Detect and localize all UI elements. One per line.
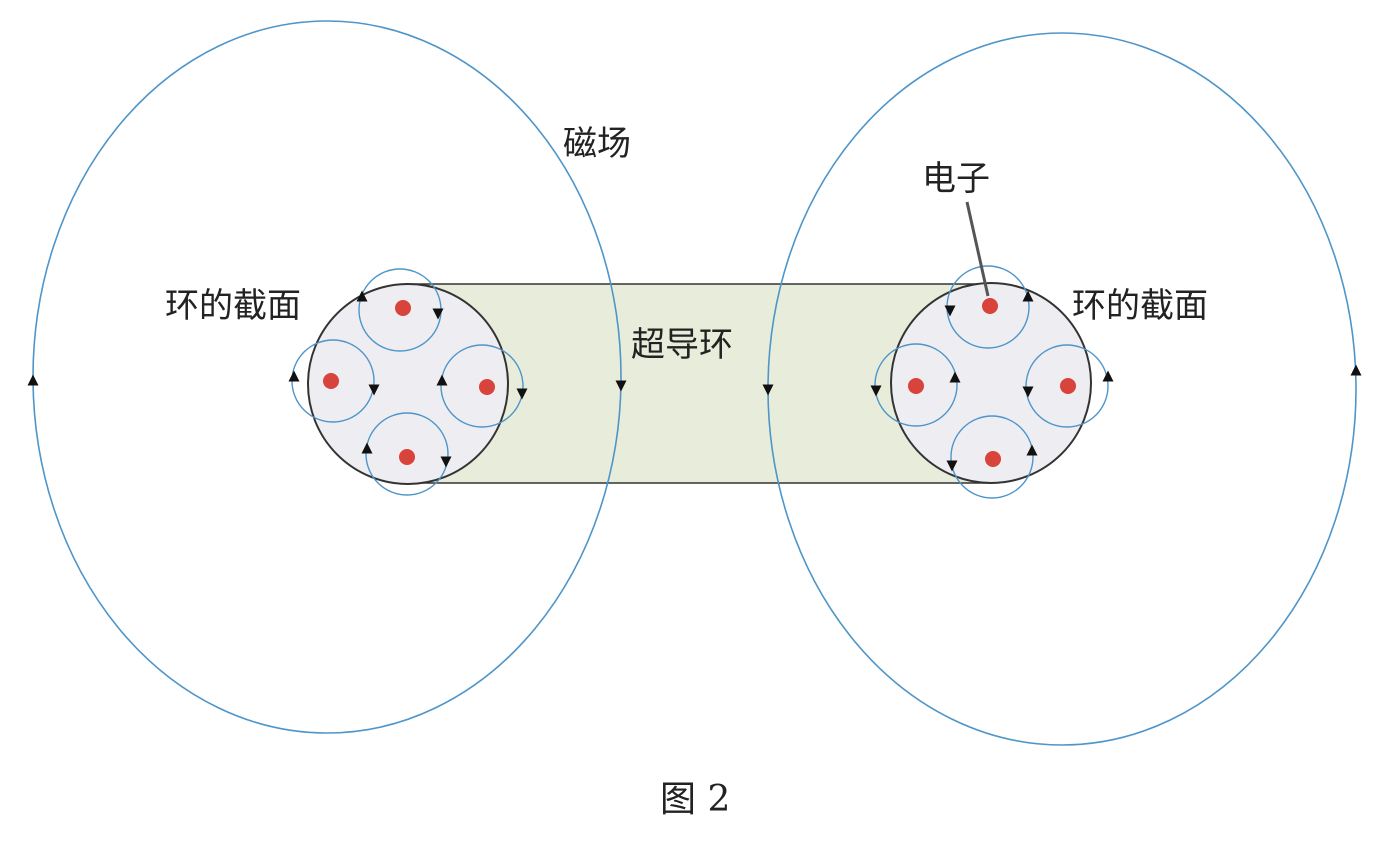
cross-section-right-disc	[890, 282, 1092, 484]
cross-section-left-disc	[307, 283, 509, 485]
ring-cross-section-label-left: 环的截面	[165, 286, 301, 326]
electron-pointer-line	[965, 201, 990, 297]
electron-dot	[399, 449, 415, 465]
superconducting-ring-label: 超导环	[631, 325, 733, 365]
electron-label: 电子	[922, 159, 990, 199]
electron-dot	[479, 379, 495, 395]
small-loop	[1025, 344, 1109, 428]
small-loop	[365, 412, 449, 496]
electron-dot	[323, 373, 339, 389]
electron-dot	[908, 378, 924, 394]
magnetic-field-label: 磁场	[563, 124, 631, 164]
electron-dot	[985, 451, 1001, 467]
figure-caption: 图 2	[660, 779, 730, 820]
small-loop	[440, 344, 524, 428]
electron-dot	[1060, 378, 1076, 394]
electron-dot	[982, 298, 998, 314]
small-loop	[874, 343, 958, 427]
cross-section-left	[288, 268, 528, 496]
ring-cross-section-label-right: 环的截面	[1072, 286, 1208, 326]
electron-dot	[395, 300, 411, 316]
small-loop	[950, 415, 1034, 499]
cross-section-right	[870, 265, 1114, 499]
